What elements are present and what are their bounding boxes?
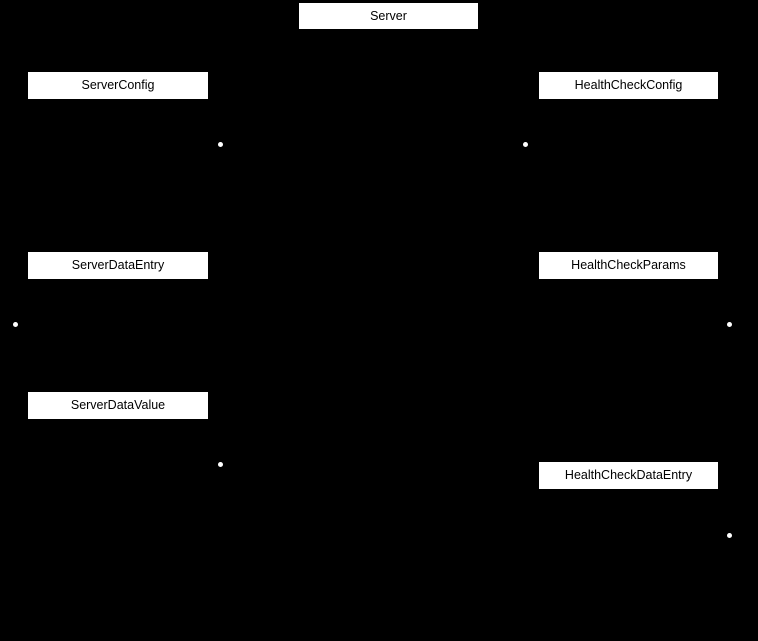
node-health-check-params: HealthCheckParams bbox=[539, 252, 718, 279]
connection-dot bbox=[523, 142, 528, 147]
connection-dot bbox=[218, 462, 223, 467]
node-server-data-entry: ServerDataEntry bbox=[28, 252, 208, 279]
node-health-check-config: HealthCheckConfig bbox=[539, 72, 718, 99]
connection-dot bbox=[218, 142, 223, 147]
node-health-check-data-entry: HealthCheckDataEntry bbox=[539, 462, 718, 489]
node-server: Server bbox=[299, 3, 478, 29]
connection-dot bbox=[727, 322, 732, 327]
node-server-data-value: ServerDataValue bbox=[28, 392, 208, 419]
connection-dot bbox=[13, 322, 18, 327]
connection-dot bbox=[727, 533, 732, 538]
node-server-config: ServerConfig bbox=[28, 72, 208, 99]
